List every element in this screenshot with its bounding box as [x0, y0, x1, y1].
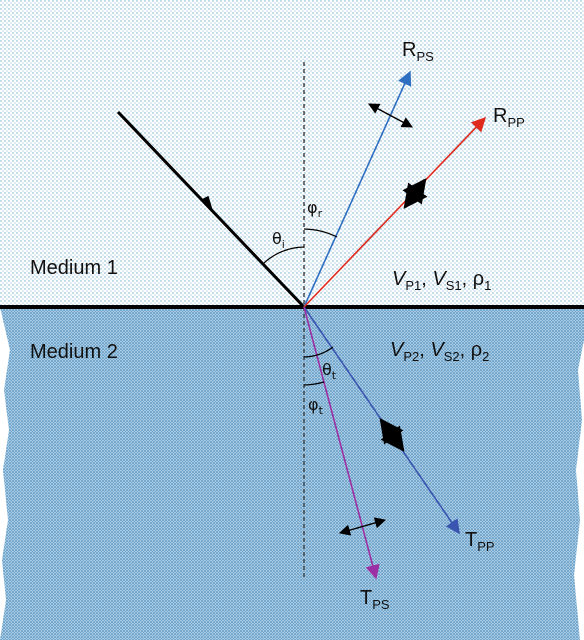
polarization-arrow-reflected-s — [368, 103, 413, 128]
arc-phi-t — [303, 381, 325, 386]
medium-1-properties: VP1, VS1, ρ1 — [392, 268, 491, 293]
medium-2-region — [0, 307, 584, 640]
arc-phi-r — [303, 228, 338, 238]
label-reflected-s: RPS — [402, 39, 434, 64]
arc-theta-i — [262, 246, 305, 265]
label-theta-i: θi — [272, 229, 285, 251]
incident-ray-arrowhead — [200, 195, 213, 210]
polarization-arrow-transmitted-p — [379, 418, 405, 452]
label-phi-r: φr — [307, 198, 323, 220]
polarization-arrow-reflected-p — [402, 178, 428, 209]
reflected-p-ray — [303, 116, 486, 308]
label-theta-t: θt — [322, 360, 337, 382]
medium-2-label: Medium 2 — [30, 341, 118, 363]
label-phi-t: φt — [308, 395, 324, 417]
arc-theta-t — [303, 346, 334, 358]
label-reflected-p: RPP — [493, 105, 525, 130]
label-transmitted-s: TPS — [360, 587, 390, 612]
medium-1-region — [0, 0, 584, 307]
label-transmitted-p: TPP — [465, 529, 495, 554]
medium-1-label: Medium 1 — [30, 257, 118, 279]
polarization-arrow-transmitted-s — [338, 517, 387, 536]
incident-ray — [116, 110, 306, 309]
medium-2-properties: VP2, VS2, ρ2 — [390, 339, 489, 364]
